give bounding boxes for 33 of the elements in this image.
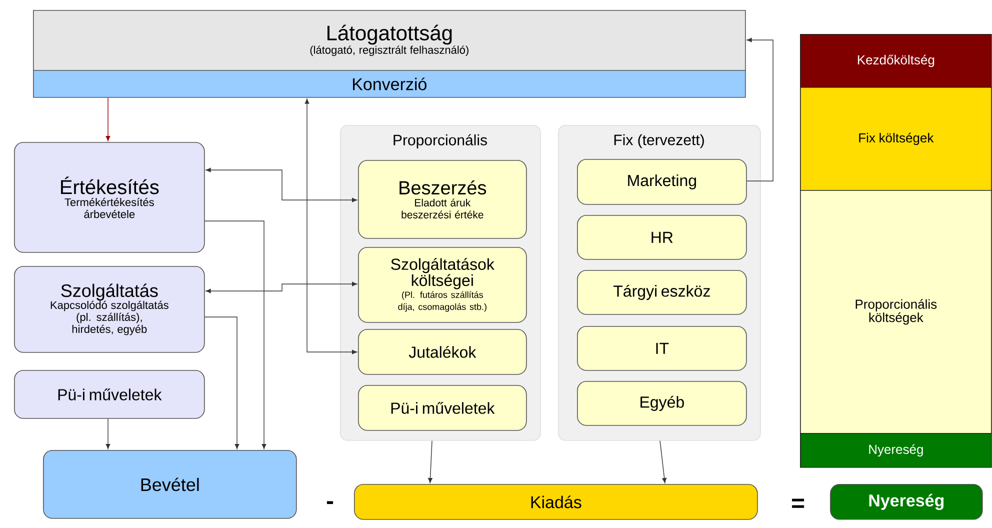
- cost-box: IT: [577, 326, 747, 371]
- arrow: [660, 440, 667, 484]
- header-band: Konverzió: [33, 70, 746, 98]
- cost-box: Beszerzés Eladott áruk beszerzési értéke: [358, 160, 527, 239]
- bar-segment: Kezdőköltség: [800, 34, 992, 88]
- cost-box: Tárgyi eszköz: [577, 270, 747, 315]
- arrow: [304, 98, 358, 354]
- result-box: Bevétel: [43, 450, 297, 519]
- bar-segment: Fix költségek: [800, 87, 992, 191]
- arrow: [206, 168, 358, 202]
- operator-sign: =: [792, 498, 804, 508]
- arrow: [206, 282, 358, 294]
- process-box: Szolgáltatás Kapcsolódó szolgáltatás (pl. szállítás), hirdetés, egyéb: [14, 266, 205, 353]
- arrow: [204, 316, 240, 450]
- process-box: Értékesítés Termékértékesítés árbevétele: [14, 142, 205, 253]
- operator-sign: -: [326, 501, 334, 504]
- header-box: Látogatottság (látogató, regisztrált felhasználó): [33, 10, 746, 71]
- arrow: [106, 418, 110, 450]
- result-box: Nyereség: [830, 484, 983, 520]
- cost-box: Pü-i műveletek: [358, 385, 527, 431]
- process-box: Pü-i műveletek: [14, 370, 205, 419]
- arrow: [106, 97, 110, 142]
- arrow: [746, 38, 774, 182]
- cost-box: Jutalékok: [358, 329, 527, 375]
- total-bar: Kiadás: [354, 484, 758, 520]
- bar-segment: Proporcionális költségek: [800, 190, 992, 434]
- cost-box: Egyéb: [577, 381, 747, 426]
- cost-box: HR: [577, 215, 747, 260]
- cost-box: Szolgáltatások költségei (Pl. futáros szállítás díja, csomagolás stb.): [358, 247, 527, 323]
- arrow: [204, 220, 266, 450]
- cost-box: Marketing: [577, 159, 747, 205]
- bar-segment: Nyereség: [800, 433, 992, 468]
- arrow: [428, 440, 432, 484]
